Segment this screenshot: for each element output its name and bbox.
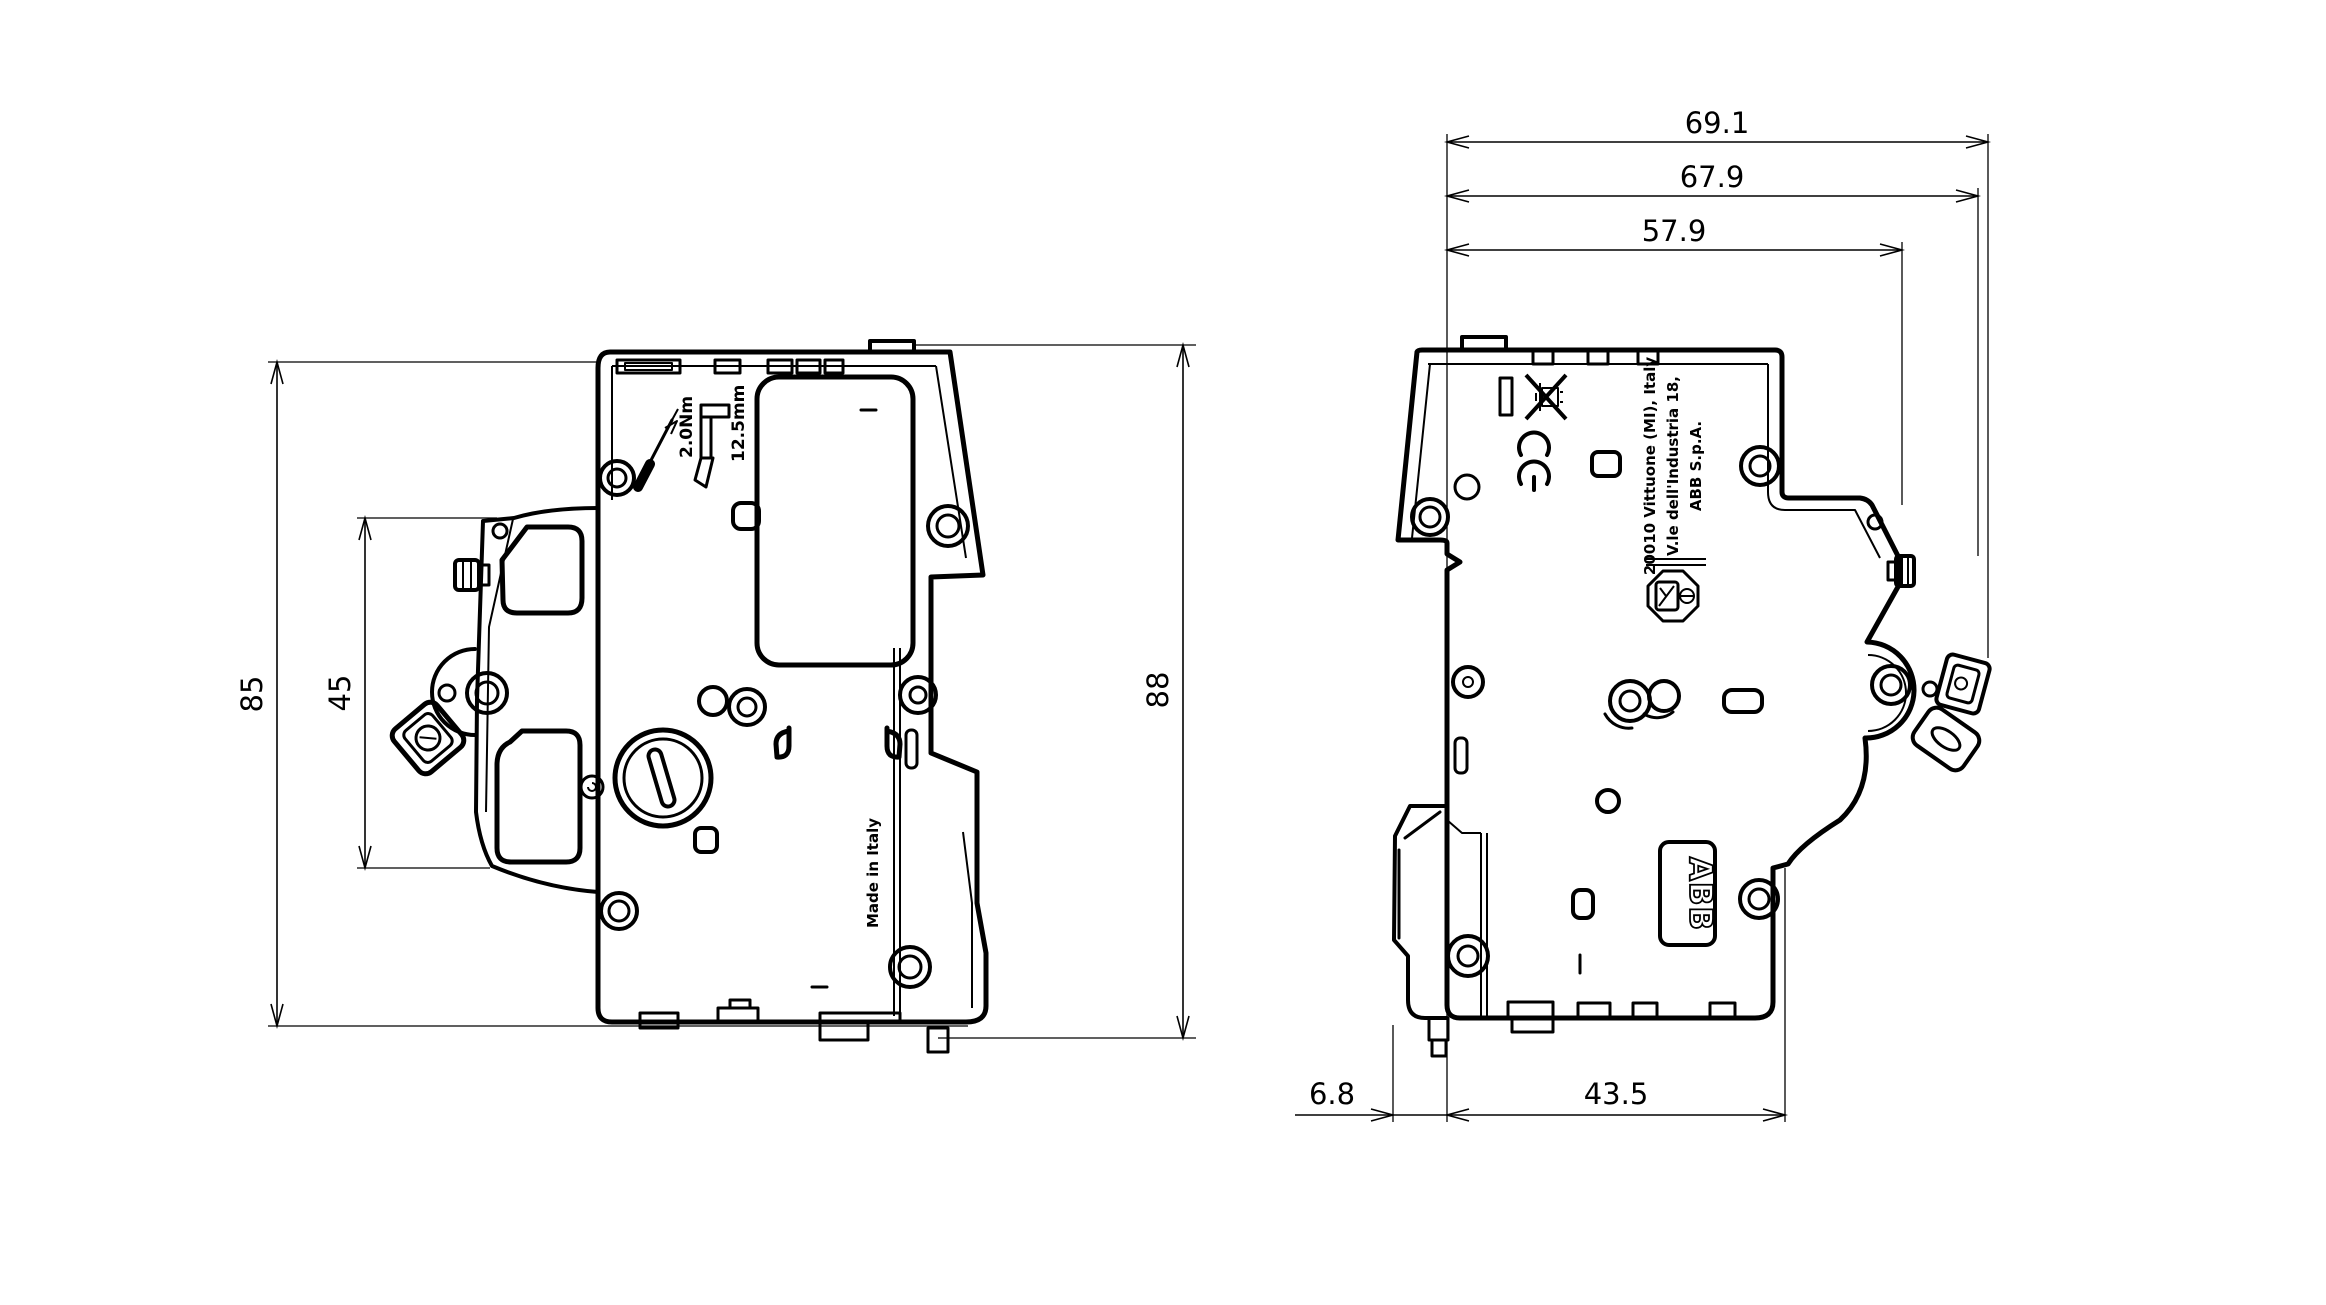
right-body-outline bbox=[1395, 347, 1917, 1021]
svg-text:67.9: 67.9 bbox=[1680, 160, 1745, 194]
hex-bolt-icon bbox=[1886, 554, 1916, 588]
ce-mark-icon bbox=[1517, 430, 1551, 492]
svg-text:45: 45 bbox=[323, 675, 357, 712]
svg-text:85: 85 bbox=[235, 676, 269, 713]
left-bottom-tabs bbox=[638, 998, 950, 1054]
dimension-width-body: 67.9 bbox=[1443, 160, 1982, 556]
screwdriver-icon bbox=[633, 408, 679, 492]
dimension-body-height: 85 bbox=[235, 358, 968, 1030]
abb-logo: ABB bbox=[1658, 840, 1719, 947]
din-offset-value: 6.8 bbox=[1309, 1077, 1355, 1111]
right-top-tabs bbox=[1460, 335, 1660, 366]
strip-gauge-icon bbox=[693, 403, 731, 489]
left-mould-marks bbox=[693, 725, 919, 989]
centre-slot bbox=[1571, 888, 1595, 920]
toggle-window-lower bbox=[494, 728, 583, 865]
svg-text:ABB: ABB bbox=[1682, 857, 1718, 931]
left-top-tabs bbox=[615, 339, 916, 375]
din-latch bbox=[389, 699, 467, 777]
right-side-mechanism bbox=[1866, 513, 1992, 773]
dimension-width-overall: 69.1 bbox=[1443, 106, 1992, 1122]
hex-bolt-icon bbox=[453, 558, 491, 592]
side-slot bbox=[1453, 736, 1469, 775]
seal-screw-icon bbox=[579, 774, 605, 800]
svg-text:88: 88 bbox=[1141, 672, 1175, 709]
svg-text:69.1: 69.1 bbox=[1685, 106, 1750, 140]
terminal-opening bbox=[731, 374, 916, 668]
enec-octagon-icon bbox=[1646, 569, 1700, 623]
strip-length-label: 12.5mm bbox=[729, 385, 749, 462]
marking-divider bbox=[1646, 558, 1706, 566]
depth-value: 43.5 bbox=[1584, 1077, 1649, 1111]
lower-latch bbox=[1910, 705, 1982, 773]
manufacturer-line1: ABB S.p.A. bbox=[1687, 421, 1705, 511]
left-bosses bbox=[598, 459, 970, 989]
made-in-italy-label: Made in Italy bbox=[864, 818, 882, 928]
left-body-outline bbox=[595, 349, 989, 1025]
manufacturer-line2: V.le dell'Industria 18, bbox=[1664, 376, 1682, 556]
dimension-overall-height: 88 bbox=[915, 341, 1196, 1042]
right-bosses bbox=[1410, 445, 1781, 978]
upper-latch bbox=[1934, 652, 1992, 716]
dimension-width-front: 57.9 bbox=[1443, 214, 1906, 505]
right-side-view: ABB S.p.A. V.le dell'Industria 18, 20010… bbox=[1295, 106, 1992, 1122]
left-side-view: 2.0Nm 12.5mm bbox=[235, 339, 1196, 1054]
torque-label: 2.0Nm bbox=[677, 396, 697, 458]
edge-boss bbox=[1451, 665, 1485, 699]
svg-text:57.9: 57.9 bbox=[1642, 214, 1707, 248]
dimension-bottom: 6.8 43.5 bbox=[1295, 868, 1789, 1122]
sealing-knob bbox=[612, 727, 714, 829]
marking-bar bbox=[1498, 376, 1514, 417]
right-bottom-tabs bbox=[1506, 1000, 1737, 1034]
manufacturer-line3: 20010 Vittuone (MI), Italy bbox=[1641, 357, 1659, 575]
din-spring-clip bbox=[1392, 804, 1488, 1058]
dimension-handle-window: 45 bbox=[323, 514, 497, 872]
marking-square bbox=[1590, 450, 1622, 478]
weee-icon bbox=[1524, 373, 1568, 421]
pivot-circles bbox=[1603, 679, 1764, 730]
left-inner-wall bbox=[611, 365, 967, 559]
toggle-assembly bbox=[389, 506, 600, 894]
small-hole bbox=[1595, 788, 1621, 814]
toggle-window-upper bbox=[499, 524, 585, 616]
right-inner-wall bbox=[1411, 363, 1907, 732]
